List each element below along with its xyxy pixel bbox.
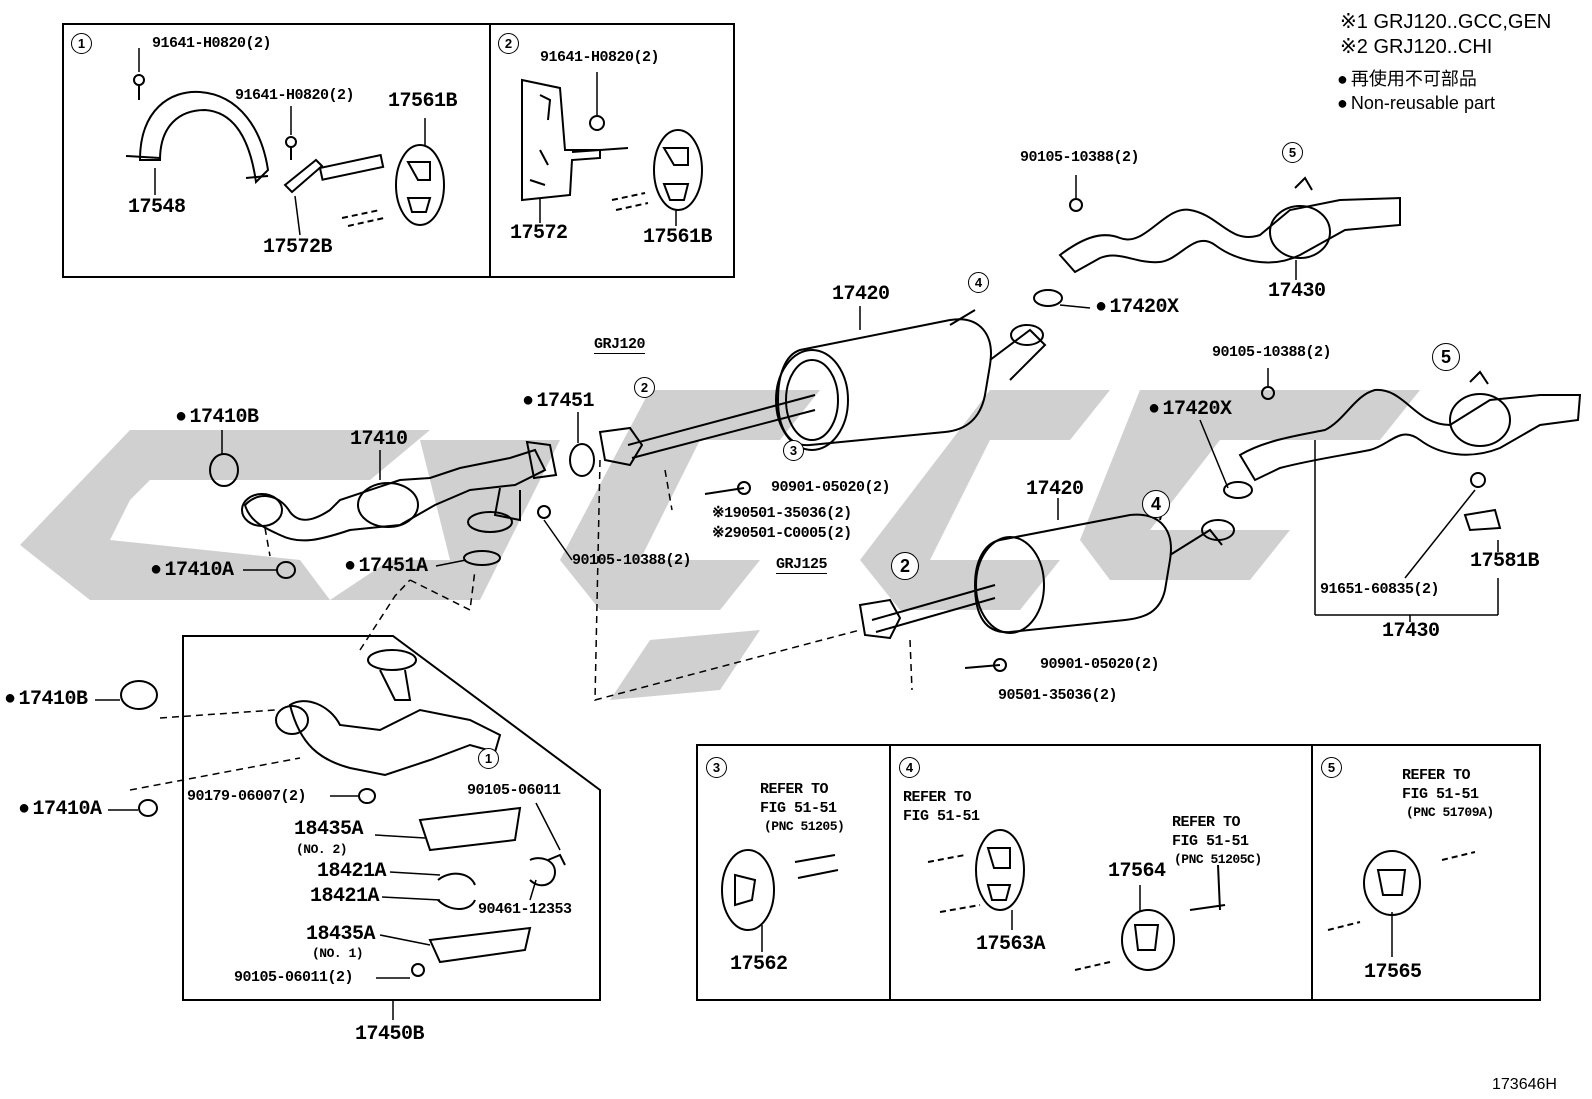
- part-17451a-label[interactable]: 17451A: [344, 557, 429, 577]
- note-non-reusable-en: Non-reusable part: [1337, 94, 1495, 112]
- inset-5-number: 5: [1321, 757, 1342, 778]
- inset-5-frame: [1311, 744, 1541, 1001]
- part-17420x-label-upper[interactable]: 17420X: [1095, 298, 1180, 318]
- part-17410a-label-2[interactable]: 17410A: [18, 800, 103, 820]
- inset-1-number: 1: [71, 33, 92, 54]
- part-18435a-no2-note: (NO. 2): [296, 842, 348, 857]
- note-variant-1: ※1 GRJ120..GCC,GEN: [1340, 11, 1552, 33]
- inset-3-pnc: (PNC 51205): [764, 819, 845, 834]
- part-17548-label[interactable]: 17548: [128, 196, 186, 219]
- part-91641-h0820-label-1[interactable]: 91641-H0820(2): [152, 35, 272, 52]
- bracket-17572-drawing: [521, 78, 629, 202]
- part-90105-10388-label-3[interactable]: 90105-10388(2): [572, 552, 692, 569]
- inset-3-fig-link[interactable]: FIG 51-51: [760, 800, 837, 817]
- inset-4-frame: [889, 744, 1313, 1001]
- part-17410-label[interactable]: 17410: [350, 428, 408, 451]
- part-17562-label[interactable]: 17562: [730, 953, 788, 976]
- callout-1: 1: [478, 748, 499, 769]
- part-90105-10388-label-1[interactable]: 90105-10388(2): [1020, 149, 1140, 166]
- inset-2-frame: [489, 23, 735, 278]
- insulator-17561b-drawing-1: [395, 144, 445, 226]
- part-17410b-label-1[interactable]: 17410B: [175, 408, 260, 428]
- inset-2-number: 2: [498, 33, 519, 54]
- part-17430-label-upper[interactable]: 17430: [1268, 280, 1326, 303]
- part-18435a-no2-label[interactable]: 18435A: [294, 818, 364, 841]
- inset-4-refer-2: REFER TO: [1172, 814, 1241, 831]
- part-17420-label-upper[interactable]: 17420: [832, 283, 890, 306]
- part-90501-35036-label[interactable]: 90501-35036(2): [998, 687, 1118, 704]
- inset-3-refer: REFER TO: [760, 781, 829, 798]
- part-90901-05020-label-2[interactable]: 90901-05020(2): [1040, 656, 1160, 673]
- insulator-17565-drawing: [1327, 850, 1476, 931]
- insulator-17561b-drawing-2: [611, 129, 703, 211]
- tail-pipe-17430-lower-drawing: [1238, 370, 1582, 482]
- figure-id: 173646H: [1492, 1076, 1557, 1093]
- part-17572b-label[interactable]: 17572B: [263, 236, 333, 259]
- part-17430-label-lower[interactable]: 17430: [1382, 620, 1440, 643]
- tail-pipe-17430-upper-drawing: [1058, 176, 1401, 274]
- part-17450b-label[interactable]: 17450B: [355, 1023, 425, 1046]
- assembly-17450b-frame: [182, 635, 601, 1001]
- callout-4-upper: 4: [968, 272, 989, 293]
- part-17561b-label-2[interactable]: 17561B: [643, 226, 713, 249]
- part-90179-06007-label[interactable]: 90179-06007(2): [187, 788, 307, 805]
- variant-grj120-label: GRJ120: [594, 336, 646, 354]
- part-90105-10388-label-2[interactable]: 90105-10388(2): [1212, 344, 1332, 361]
- part-91641-h0820-label-2[interactable]: 91641-H0820(2): [235, 87, 355, 104]
- part-17581b-label[interactable]: 17581B: [1470, 550, 1540, 573]
- part-18421a-label-1[interactable]: 18421A: [317, 860, 387, 883]
- inset-3-number: 3: [706, 757, 727, 778]
- inset-4-number: 4: [899, 757, 920, 778]
- part-17563a-label[interactable]: 17563A: [976, 933, 1046, 956]
- callout-3: 3: [783, 440, 804, 461]
- part-90901-05020-label-1[interactable]: 90901-05020(2): [771, 479, 891, 496]
- part-17420x-label-lower[interactable]: 17420X: [1148, 400, 1233, 420]
- part-90461-12353-label[interactable]: 90461-12353: [478, 901, 572, 918]
- inset-4-fig-link-2[interactable]: FIG 51-51: [1172, 833, 1249, 850]
- part-90105-06011-label[interactable]: 90105-06011: [467, 782, 561, 799]
- muffler-17420-upper-drawing: [598, 309, 1047, 467]
- part-18421a-label-2[interactable]: 18421A: [310, 885, 380, 908]
- callout-2-lower: 2: [891, 552, 919, 580]
- part-17565-label[interactable]: 17565: [1364, 961, 1422, 984]
- insulator-17564-drawing: [1074, 864, 1226, 971]
- muffler-17420-lower-drawing: [858, 499, 1235, 640]
- bracket-17548-drawing: [125, 74, 270, 185]
- part-90501-35036-variant-1-label[interactable]: ※190501-35036(2): [712, 505, 852, 522]
- part-91651-60835-label[interactable]: 91651-60835(2): [1320, 581, 1440, 598]
- inset-4-pnc-2: (PNC 51205C): [1174, 852, 1262, 867]
- inset-5-refer: REFER TO: [1402, 767, 1471, 784]
- callout-4-lower: 4: [1142, 490, 1170, 518]
- inset-4-refer-1: REFER TO: [903, 789, 972, 806]
- part-17420-label-lower[interactable]: 17420: [1026, 478, 1084, 501]
- hanger-17572b-drawing: [283, 136, 385, 227]
- part-18435a-no1-label[interactable]: 18435A: [306, 923, 376, 946]
- callout-5-lower: 5: [1432, 343, 1460, 371]
- callout-2-upper: 2: [634, 377, 655, 398]
- front-pipe-17410-drawing: [209, 440, 595, 579]
- inset-5-fig-link[interactable]: FIG 51-51: [1402, 786, 1479, 803]
- part-17451-label[interactable]: 17451: [522, 392, 595, 412]
- insulator-17562-drawing: [721, 849, 839, 931]
- part-91641-h0820-label-3[interactable]: 91641-H0820(2): [540, 49, 660, 66]
- inset-5-pnc: (PNC 51709A): [1406, 805, 1494, 820]
- inset-4-fig-link-1[interactable]: FIG 51-51: [903, 808, 980, 825]
- part-17410b-label-2[interactable]: 17410B: [4, 690, 89, 710]
- note-variant-2: ※2 GRJ120..CHI: [1340, 36, 1493, 58]
- variant-grj125-label: GRJ125: [776, 556, 828, 574]
- callout-5-upper: 5: [1282, 142, 1303, 163]
- part-17572-label[interactable]: 17572: [510, 222, 568, 245]
- part-90105-06011-label-2[interactable]: 90105-06011(2): [234, 969, 354, 986]
- note-non-reusable-jp: 再使用不可部品: [1337, 70, 1477, 88]
- insulator-17563a-drawing: [927, 829, 1025, 913]
- part-18435a-no1-note: (NO. 1): [312, 946, 364, 961]
- part-17410a-label-1[interactable]: 17410A: [150, 561, 235, 581]
- part-17564-label[interactable]: 17564: [1108, 860, 1166, 883]
- part-90501-c0005-variant-2-label[interactable]: ※290501-C0005(2): [712, 525, 852, 542]
- part-17561b-label-1[interactable]: 17561B: [388, 90, 458, 113]
- front-pipe-assembly-drawing: [120, 649, 566, 977]
